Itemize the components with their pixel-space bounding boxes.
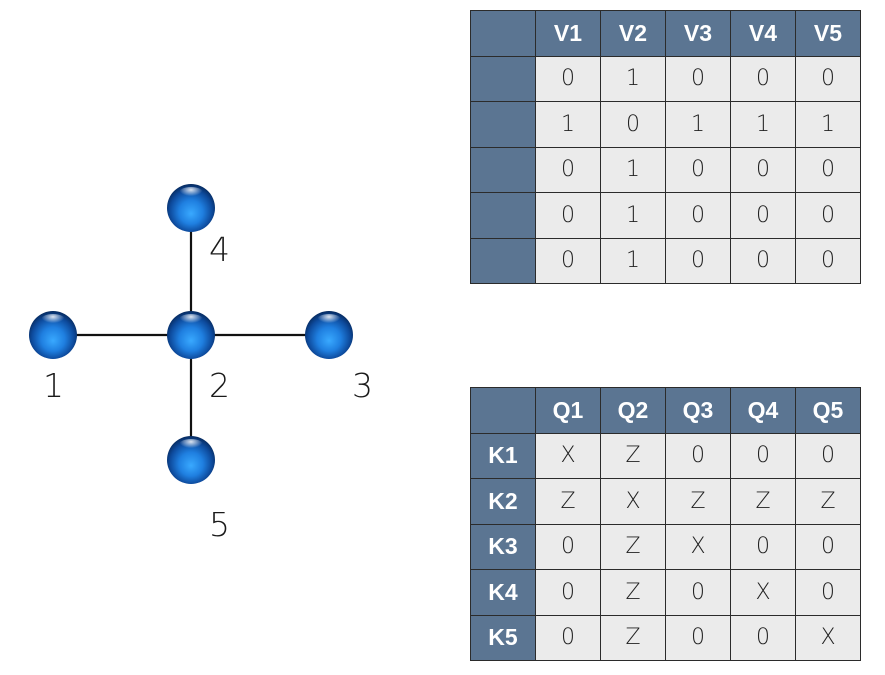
matrix-cell: X	[795, 614, 861, 661]
matrix-cell: 1	[665, 101, 731, 148]
matrix-cell: 0	[795, 192, 861, 239]
node-label-2: 2	[209, 366, 230, 405]
stabilizer-table: Q1 Q2 Q3 Q4 Q5 K1 X Z 0 0 0 K2 Z X Z Z Z…	[470, 387, 861, 661]
corner-cell	[470, 387, 536, 434]
matrix-cell: 0	[795, 569, 861, 616]
node-4	[167, 184, 215, 232]
node-label-3: 3	[352, 366, 373, 405]
matrix-cell: 1	[795, 101, 861, 148]
matrix-cell: X	[730, 569, 796, 616]
corner-cell	[470, 10, 536, 57]
matrix-cell: 0	[665, 614, 731, 661]
column-header: Q3	[665, 387, 731, 434]
matrix-cell: Z	[600, 614, 666, 661]
table-row: K4 0 Z 0 X 0	[470, 569, 861, 616]
matrix-cell: 0	[795, 146, 861, 193]
matrix-cell: 0	[730, 237, 796, 284]
adjacency-matrix: V1 V2 V3 V4 V5 0 1 0 0 0 1 0 1 1 1 0 1 0…	[470, 10, 861, 284]
table-row: 0 1 0 0 0	[470, 146, 861, 193]
row-header: K5	[470, 614, 536, 661]
matrix-cell: 0	[730, 432, 796, 479]
matrix-cell: 1	[600, 146, 666, 193]
matrix-cell: 1	[730, 101, 796, 148]
matrix-cell: 0	[795, 432, 861, 479]
matrix-cell: 0	[730, 55, 796, 102]
matrix-cell: 0	[535, 146, 601, 193]
matrix-cell: 0	[535, 192, 601, 239]
matrix-cell: 0	[795, 523, 861, 570]
matrix-cell: 0	[665, 432, 731, 479]
matrix-cell: Z	[665, 478, 731, 525]
matrix-cell: 0	[795, 237, 861, 284]
matrix-cell: Z	[600, 569, 666, 616]
matrix-cell: X	[600, 478, 666, 525]
node-5	[167, 436, 215, 484]
node-2	[167, 311, 215, 359]
row-header: K4	[470, 569, 536, 616]
matrix-cell: 0	[535, 237, 601, 284]
row-header	[470, 237, 536, 284]
row-header: K1	[470, 432, 536, 479]
table-row: 0 1 0 0 0	[470, 192, 861, 239]
matrix-cell: X	[665, 523, 731, 570]
row-header	[470, 55, 536, 102]
column-header: V1	[535, 10, 601, 57]
matrix-cell: 0	[535, 614, 601, 661]
column-header: V4	[730, 10, 796, 57]
matrix-cell: 0	[665, 569, 731, 616]
matrix-cell: 0	[730, 192, 796, 239]
table-row: 0 1 0 0 0	[470, 55, 861, 102]
matrix-cell: Z	[795, 478, 861, 525]
table-row: 1 0 1 1 1	[470, 101, 861, 148]
matrix-cell: 0	[665, 237, 731, 284]
column-header: Q2	[600, 387, 666, 434]
matrix-cell: Z	[730, 478, 796, 525]
matrix-cell: 0	[795, 55, 861, 102]
matrix-cell: 0	[600, 101, 666, 148]
column-header: Q5	[795, 387, 861, 434]
node-label-5: 5	[209, 505, 230, 544]
header-row: V1 V2 V3 V4 V5	[470, 10, 861, 57]
table-row: K3 0 Z X 0 0	[470, 523, 861, 570]
column-header: V5	[795, 10, 861, 57]
matrix-cell: 1	[600, 192, 666, 239]
table-row: 0 1 0 0 0	[470, 237, 861, 284]
row-header	[470, 101, 536, 148]
matrix-cell: 0	[665, 146, 731, 193]
matrix-cell: 1	[600, 55, 666, 102]
node-1	[29, 311, 77, 359]
column-header: V3	[665, 10, 731, 57]
matrix-cell: Z	[600, 523, 666, 570]
matrix-cell: 0	[535, 523, 601, 570]
table-row: K5 0 Z 0 0 X	[470, 614, 861, 661]
row-header	[470, 146, 536, 193]
row-header	[470, 192, 536, 239]
column-header: Q1	[535, 387, 601, 434]
matrix-cell: 0	[665, 55, 731, 102]
matrix-cell: 0	[730, 523, 796, 570]
matrix-cell: 0	[730, 614, 796, 661]
matrix-cell: 1	[600, 237, 666, 284]
header-row: Q1 Q2 Q3 Q4 Q5	[470, 387, 861, 434]
row-header: K2	[470, 478, 536, 525]
table-row: K1 X Z 0 0 0	[470, 432, 861, 479]
node-label-4: 4	[209, 230, 230, 269]
column-header: V2	[600, 10, 666, 57]
row-header: K3	[470, 523, 536, 570]
matrix-cell: 0	[535, 55, 601, 102]
matrix-cell: 1	[535, 101, 601, 148]
table-row: K2 Z X Z Z Z	[470, 478, 861, 525]
node-3	[305, 311, 353, 359]
matrix-cell: Z	[600, 432, 666, 479]
matrix-cell: 0	[730, 146, 796, 193]
column-header: Q4	[730, 387, 796, 434]
node-label-1: 1	[43, 366, 64, 405]
matrix-cell: X	[535, 432, 601, 479]
matrix-cell: 0	[665, 192, 731, 239]
matrix-cell: Z	[535, 478, 601, 525]
matrix-cell: 0	[535, 569, 601, 616]
